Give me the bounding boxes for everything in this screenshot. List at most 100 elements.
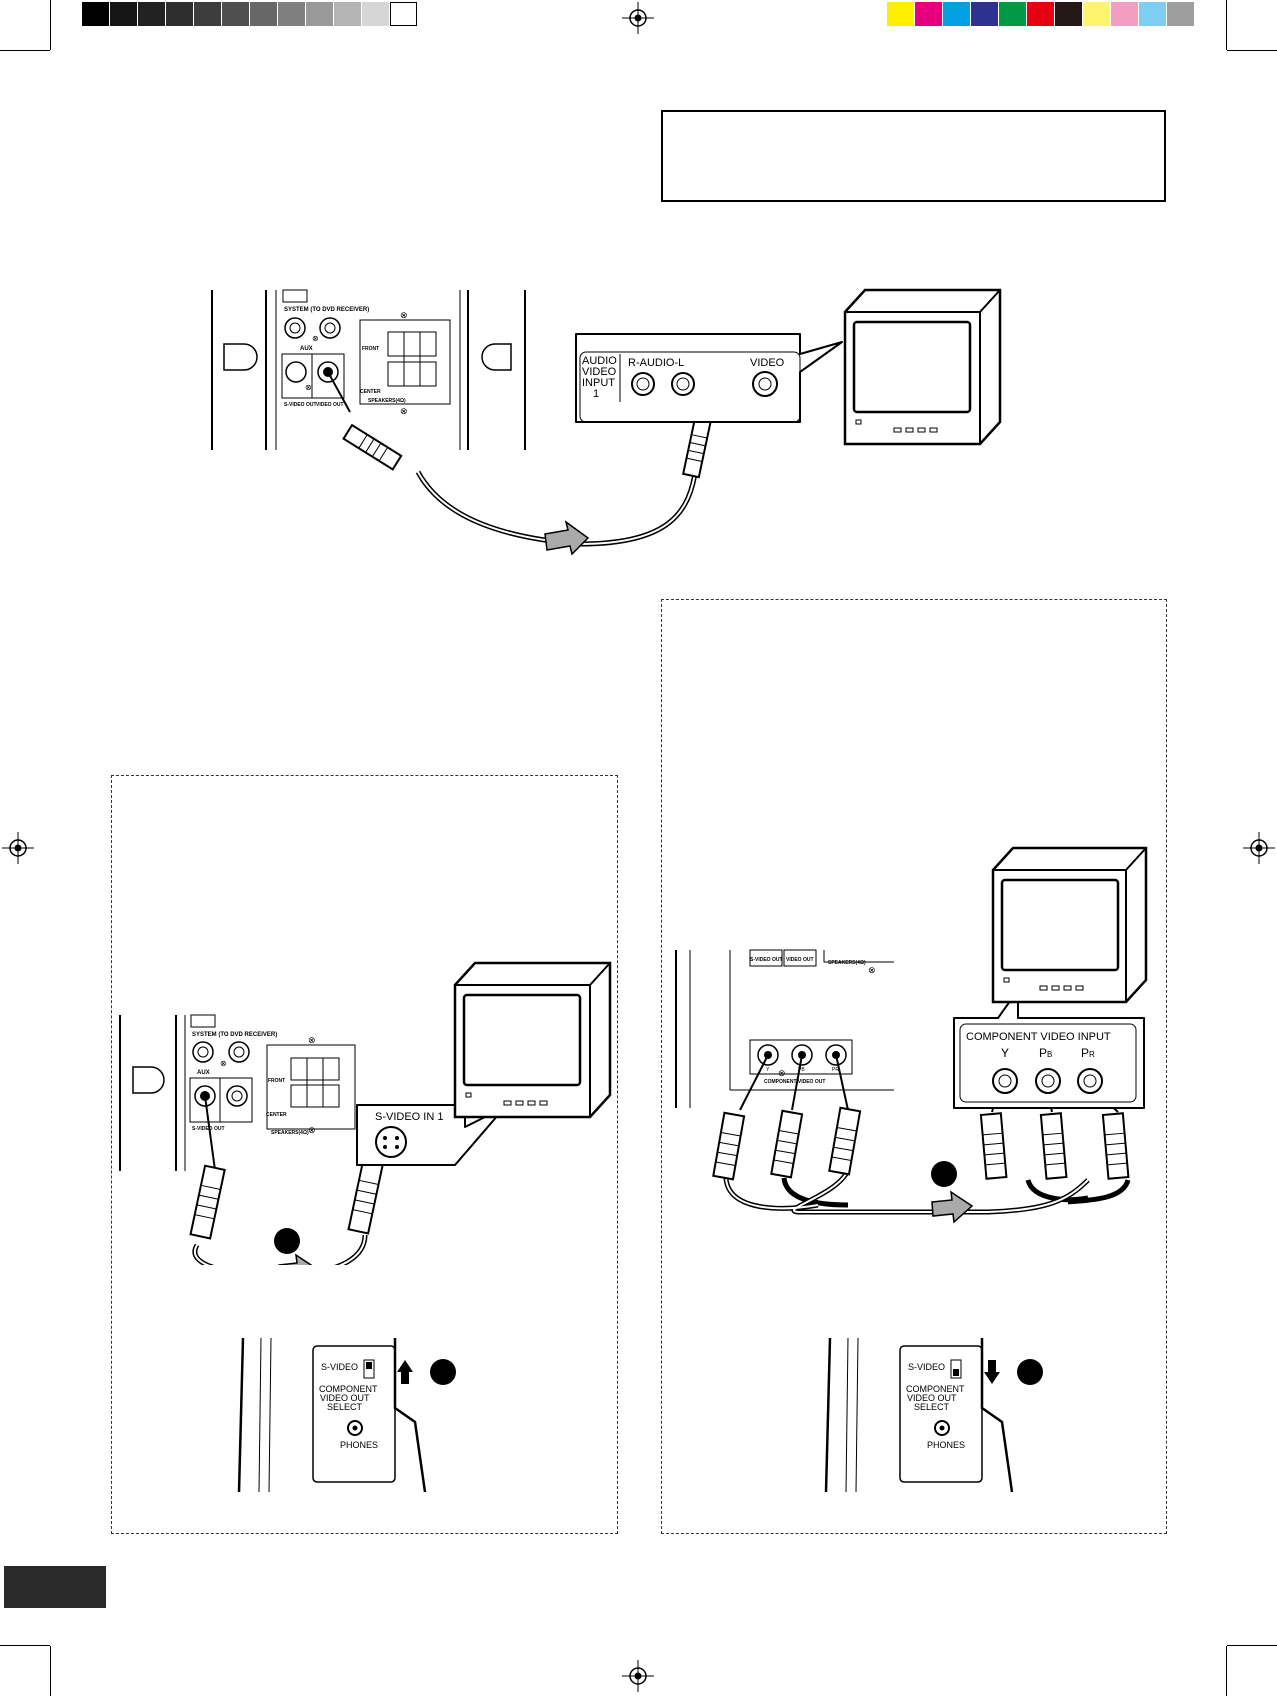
tv-label-y: Y bbox=[1001, 1046, 1009, 1060]
step1-label: ❶ bbox=[931, 1161, 953, 1188]
registration-mark-bottom bbox=[622, 1660, 654, 1692]
switch-label-component: COMPONENT bbox=[319, 1384, 378, 1394]
crop-mark-tl-v bbox=[50, 0, 51, 50]
rca-plug-pb-in bbox=[1039, 1112, 1068, 1180]
grayscale-swatch bbox=[334, 2, 361, 26]
composite-connection-diagram: SYSTEM (TO DVD RECEIVER) ⊗ AUX ⊗ S-VIDEO… bbox=[211, 288, 1002, 556]
color-swatch bbox=[1111, 2, 1138, 26]
rca-plug-y-in bbox=[979, 1112, 1008, 1180]
grayscale-swatch bbox=[278, 2, 305, 26]
crop-mark-tl-h bbox=[0, 50, 50, 51]
label-speakers: SPEAKERS(4Ω) bbox=[368, 398, 406, 404]
component-connection-diagram: S-VIDEO OUT VIDEO OUT SPEAKERS(4Ω) ⊗ Y P… bbox=[675, 846, 1148, 1224]
grayscale-swatch bbox=[222, 2, 249, 26]
label-center: CENTER bbox=[266, 1112, 287, 1118]
svideo-connection-diagram: SYSTEM (TO DVD RECEIVER) ⊗ AUX S-VIDEO O… bbox=[119, 961, 612, 1265]
television bbox=[453, 961, 612, 1119]
label-svideo-out: S-VIDEO OUT bbox=[750, 957, 783, 963]
grayscale-swatch bbox=[138, 2, 165, 26]
tv-svideo-label: S-VIDEO IN 1 bbox=[375, 1111, 443, 1123]
grayscale-swatch bbox=[250, 2, 277, 26]
svg-text:⊗: ⊗ bbox=[400, 406, 408, 416]
switch-label-component: COMPONENT bbox=[906, 1384, 965, 1394]
grayscale-swatch bbox=[82, 2, 109, 26]
color-swatch bbox=[915, 2, 942, 26]
arrow-down-icon bbox=[984, 1360, 1000, 1384]
svideo-select-switch-detail: S-VIDEO COMPONENT VIDEO OUT SELECT PHONE… bbox=[237, 1337, 456, 1493]
component-connection-panel bbox=[661, 599, 1167, 1534]
color-swatch bbox=[1083, 2, 1110, 26]
grayscale-swatch bbox=[166, 2, 193, 26]
rca-plug-left bbox=[342, 423, 403, 471]
label-speakers: SPEAKERS(4Ω) bbox=[828, 960, 866, 966]
label-front: FRONT bbox=[268, 1078, 285, 1084]
switch-label-svideo: S-VIDEO bbox=[321, 1362, 358, 1372]
component-select-switch-detail: S-VIDEO COMPONENT VIDEO OUT SELECT PHONE… bbox=[824, 1337, 1043, 1493]
registration-mark-top bbox=[622, 2, 654, 34]
switch-label-video-out: VIDEO OUT bbox=[320, 1393, 370, 1403]
color-swatch bbox=[943, 2, 970, 26]
label-pr: PR bbox=[832, 1067, 839, 1073]
switch-label-svideo: S-VIDEO bbox=[908, 1362, 945, 1372]
rca-plug-pr-in bbox=[1101, 1112, 1130, 1180]
header-box bbox=[661, 110, 1166, 202]
label-video-out: VIDEO OUT bbox=[316, 402, 344, 408]
rca-plug-y-out bbox=[712, 1111, 746, 1181]
television bbox=[843, 288, 1002, 446]
component-cable bbox=[725, 1169, 1089, 1213]
label-system: SYSTEM (TO DVD RECEIVER) bbox=[192, 1032, 277, 1038]
color-swatch bbox=[1139, 2, 1166, 26]
label-system: SYSTEM (TO DVD RECEIVER) bbox=[284, 307, 369, 313]
label-speakers: SPEAKERS(4Ω) bbox=[271, 1130, 309, 1136]
unit-rear-panel: SYSTEM (TO DVD RECEIVER) ⊗ AUX ⊗ S-VIDEO… bbox=[211, 289, 526, 450]
arrow-up-icon bbox=[397, 1360, 413, 1384]
step2-badge bbox=[430, 1359, 456, 1385]
switch-label-select: SELECT bbox=[914, 1402, 950, 1412]
tv-audio-label: R-AUDIO-L bbox=[628, 357, 684, 369]
color-swatch bbox=[1055, 2, 1082, 26]
switch-label-phones: PHONES bbox=[340, 1440, 378, 1450]
color-swatch bbox=[1167, 2, 1194, 26]
grayscale-swatch bbox=[390, 2, 417, 26]
crop-mark-bl-h bbox=[0, 1645, 50, 1646]
tv-video-label: VIDEO bbox=[750, 357, 785, 369]
signal-flow-arrow bbox=[278, 1253, 313, 1265]
grayscale-swatch bbox=[194, 2, 221, 26]
label-aux: AUX bbox=[197, 1070, 210, 1076]
crop-mark-bl-v bbox=[50, 1646, 51, 1696]
color-swatch bbox=[999, 2, 1026, 26]
color-swatch bbox=[971, 2, 998, 26]
crop-mark-tr-h bbox=[1227, 50, 1277, 51]
signal-flow-arrow bbox=[544, 520, 590, 556]
switch-label-phones: PHONES bbox=[927, 1440, 965, 1450]
svg-text:⊗: ⊗ bbox=[220, 1059, 227, 1068]
label-component-out: COMPONENT VIDEO OUT bbox=[764, 1079, 825, 1085]
signal-flow-arrow bbox=[931, 1190, 974, 1224]
label-video-out: VIDEO OUT bbox=[786, 957, 814, 963]
label-y: Y bbox=[766, 1067, 770, 1073]
switch-label-select: SELECT bbox=[327, 1402, 363, 1412]
svideo-connection-panel bbox=[111, 775, 618, 1534]
grayscale-swatch bbox=[362, 2, 389, 26]
step1-label: ❶ bbox=[275, 1228, 297, 1255]
svg-text:⊗: ⊗ bbox=[305, 383, 312, 392]
label-svideo-out: S-VIDEO OUT bbox=[284, 402, 317, 408]
svg-text:⊗: ⊗ bbox=[312, 334, 319, 343]
step1-badge bbox=[274, 1228, 300, 1254]
step2-label: ❷ bbox=[430, 1359, 452, 1386]
tv-label-pr: PR bbox=[1081, 1046, 1095, 1060]
page-number-tab bbox=[4, 1566, 106, 1608]
rca-plug-right bbox=[681, 415, 713, 479]
color-swatch bbox=[887, 2, 914, 26]
crop-mark-br-v bbox=[1226, 1646, 1227, 1696]
crop-mark-tr-v bbox=[1226, 0, 1227, 50]
svg-text:⊗: ⊗ bbox=[778, 1068, 786, 1078]
grayscale-swatch bbox=[306, 2, 333, 26]
step1-badge bbox=[931, 1161, 957, 1187]
tv-component-title: COMPONENT VIDEO INPUT bbox=[966, 1031, 1111, 1043]
switch-label-video-out: VIDEO OUT bbox=[907, 1393, 957, 1403]
color-swatch bbox=[1027, 2, 1054, 26]
television bbox=[991, 846, 1148, 1004]
